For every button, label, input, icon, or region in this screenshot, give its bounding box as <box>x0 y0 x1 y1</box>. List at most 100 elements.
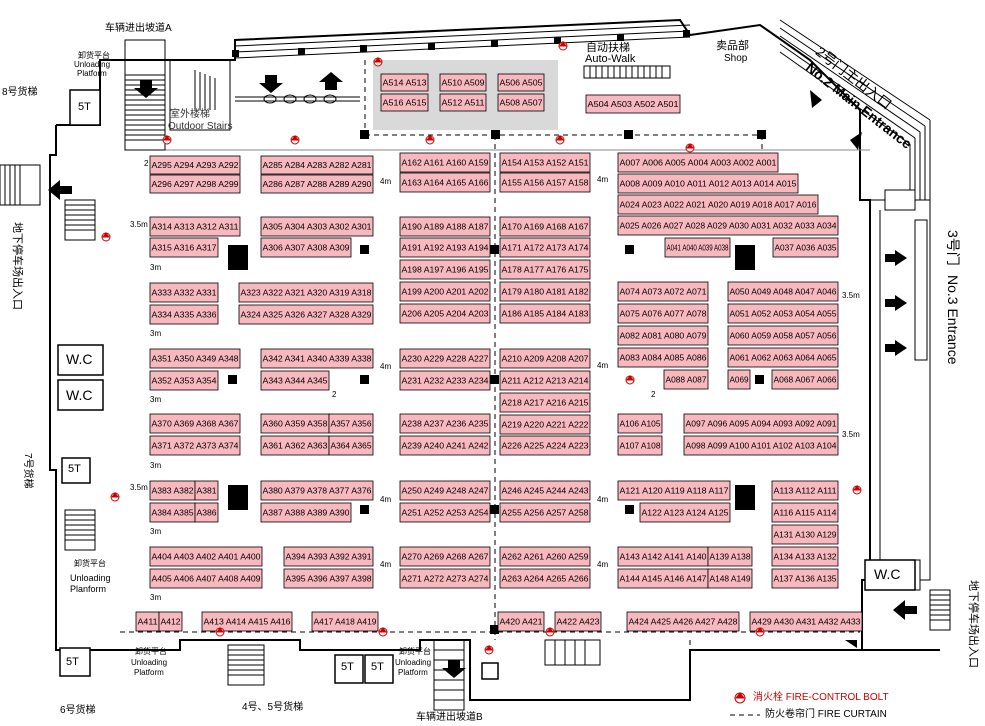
booth[interactable]: A405 A406 A407 A408 A409 <box>149 568 263 589</box>
booth[interactable]: A171 A172 A173 A174 <box>499 237 591 258</box>
booth[interactable]: A512 A511 <box>439 93 487 112</box>
booth[interactable]: A139 A138 <box>707 546 753 567</box>
booth[interactable]: A351 A350 A349 A348 <box>149 348 241 369</box>
booth[interactable]: A144 A145 A146 A147 <box>617 568 709 589</box>
booth[interactable]: A008 A009 A010 A011 A012 A013 A014 A015 <box>617 173 799 194</box>
booth[interactable]: A411 <box>135 611 160 632</box>
booth[interactable]: A148 A149 <box>707 568 753 589</box>
booth[interactable]: A514 A513 <box>380 73 429 92</box>
booth[interactable]: A170 A169 A168 A167 <box>499 216 591 237</box>
booth[interactable]: A210 A209 A208 A207 <box>499 348 591 369</box>
booth[interactable]: A306 A307 A308 A309 <box>260 237 352 258</box>
booth[interactable]: A315 A316 A317 <box>149 237 219 258</box>
booth[interactable]: A413 A414 A415 A416 <box>201 611 293 632</box>
booth[interactable]: A381 <box>194 480 219 501</box>
booth[interactable]: A238 A237 A236 A235 <box>399 413 491 434</box>
booth[interactable]: A143 A142 A141 A140 <box>617 546 709 567</box>
booth[interactable]: A179 A180 A181 A182 <box>499 281 591 302</box>
booth[interactable]: A295 A294 A293 A292 <box>149 155 241 175</box>
booth[interactable]: A075 A076 A077 A078 <box>617 303 709 324</box>
booth[interactable]: A429 A430 A431 A432 A433 <box>749 611 863 632</box>
booth[interactable]: A370 A369 A368 A367 <box>149 413 241 434</box>
booth[interactable]: A107 A108 <box>617 435 663 456</box>
booth[interactable]: A083 A084 A085 A086 <box>617 347 709 368</box>
booth[interactable]: A163 A164 A165 A166 <box>399 172 491 193</box>
booth[interactable]: A508 A507 <box>497 93 545 112</box>
booth[interactable]: A155 A156 A157 A158 <box>499 172 591 193</box>
booth[interactable]: A251 A252 A253 A254 <box>399 502 491 523</box>
booth[interactable]: A263 A264 A265 A266 <box>499 568 591 589</box>
booth[interactable]: A323 A322 A321 A320 A319 A318 <box>238 282 374 303</box>
booth[interactable]: A296 A297 A298 A299 <box>149 174 241 194</box>
booth[interactable]: A211 A212 A213 A214 <box>499 370 591 391</box>
booth[interactable]: A106 A105 <box>617 413 663 434</box>
booth[interactable]: A024 A023 A022 A021 A020 A019 A018 A017 … <box>617 194 819 215</box>
booth[interactable]: A314 A313 A312 A311 <box>149 216 241 237</box>
booth[interactable]: A199 A200 A201 A202 <box>399 281 491 302</box>
booth[interactable]: A384 A385 <box>149 502 196 523</box>
booth[interactable]: A371 A372 A373 A374 <box>149 435 241 456</box>
booth[interactable]: A041 A040 A039 A038 <box>664 237 731 258</box>
booth[interactable]: A286 A287 A288 A289 A290 <box>260 174 374 194</box>
booth[interactable]: A422 A423 <box>554 611 602 632</box>
booth[interactable]: A082 A081 A080 A079 <box>617 325 709 346</box>
booth[interactable]: A121 A120 A119 A118 A117 <box>617 480 731 501</box>
booth[interactable]: A050 A049 A048 A047 A046 <box>727 281 839 302</box>
booth[interactable]: A394 A393 A392 A391 <box>283 546 374 567</box>
booth[interactable]: A190 A189 A188 A187 <box>399 216 491 237</box>
booth[interactable]: A162 A161 A160 A159 <box>399 152 491 173</box>
booth[interactable]: A069 <box>727 369 751 390</box>
booth[interactable]: A198 A197 A196 A195 <box>399 259 491 280</box>
booth[interactable]: A343 A344 A345 <box>260 370 330 391</box>
booth[interactable]: A154 A153 A152 A151 <box>499 152 591 173</box>
booth[interactable]: A516 A515 <box>380 93 429 112</box>
booth[interactable]: A380 A379 A378 A377 A376 <box>260 480 374 501</box>
booth[interactable]: A360 A359 A358 <box>260 413 330 434</box>
booth[interactable]: A270 A269 A268 A267 <box>399 546 491 567</box>
booth[interactable]: A122 A123 A124 A125 <box>639 502 731 523</box>
booth[interactable]: A352 A353 A354 <box>149 370 219 391</box>
booth[interactable]: A255 A256 A257 A258 <box>499 502 591 523</box>
booth[interactable]: A324 A325 A326 A327 A328 A329 <box>238 304 374 325</box>
booth[interactable]: A342 A341 A340 A339 A338 <box>260 348 374 369</box>
booth[interactable]: A404 A403 A402 A401 A400 <box>149 546 263 567</box>
booth[interactable]: A357 A356 <box>328 413 374 434</box>
booth[interactable]: A137 A136 A135 <box>771 568 839 589</box>
booth[interactable]: A206 A205 A204 A203 <box>399 303 491 324</box>
booth[interactable]: A025 A026 A027 A028 A029 A030 A031 A032 … <box>617 215 839 236</box>
booth[interactable]: A060 A059 A058 A057 A056 <box>727 325 839 346</box>
booth[interactable]: A361 A362 A363 <box>260 435 330 456</box>
booth[interactable]: A386 <box>194 502 219 523</box>
booth[interactable]: A007 A006 A005 A004 A003 A002 A001 <box>617 152 779 173</box>
booth[interactable]: A262 A261 A260 A259 <box>499 546 591 567</box>
booth[interactable]: A383 A382 <box>149 480 196 501</box>
booth[interactable]: A113 A112 A111 <box>771 480 839 501</box>
booth[interactable]: A395 A396 A397 A398 <box>283 568 374 589</box>
booth[interactable]: A334 A335 A336 <box>149 304 219 325</box>
booth[interactable]: A239 A240 A241 A242 <box>399 435 491 456</box>
booth[interactable]: A230 A229 A228 A227 <box>399 348 491 369</box>
booth[interactable]: A131 A130 A129 <box>771 524 839 545</box>
booth[interactable]: A504 A503 A502 A501 <box>585 94 681 114</box>
booth[interactable]: A226 A225 A224 A223 <box>499 435 591 456</box>
booth[interactable]: A420 A421 <box>497 611 545 632</box>
booth[interactable]: A271 A272 A273 A274 <box>399 568 491 589</box>
booth[interactable]: A246 A245 A244 A243 <box>499 480 591 501</box>
booth[interactable]: A412 <box>158 611 183 632</box>
booth[interactable]: A186 A185 A184 A183 <box>499 303 591 324</box>
booth[interactable]: A305 A304 A303 A302 A301 <box>260 216 374 237</box>
booth[interactable]: A068 A067 A066 <box>771 369 839 390</box>
booth[interactable]: A134 A133 A132 <box>771 546 839 567</box>
booth[interactable]: A417 A418 A419 <box>311 611 379 632</box>
booth[interactable]: A506 A505 <box>497 73 545 92</box>
booth[interactable]: A088 A087 <box>663 369 709 390</box>
booth[interactable]: A097 A096 A095 A094 A093 A092 A091 <box>683 413 839 434</box>
booth[interactable]: A285 A284 A283 A282 A281 <box>260 155 374 175</box>
booth[interactable]: A074 A073 A072 A071 <box>617 281 709 302</box>
booth[interactable]: A061 A062 A063 A064 A065 <box>727 347 839 368</box>
booth[interactable]: A250 A249 A248 A247 <box>399 480 491 501</box>
booth[interactable]: A424 A425 A426 A427 A428 <box>626 611 740 632</box>
booth[interactable]: A098 A099 A100 A101 A102 A103 A104 <box>683 435 839 456</box>
booth[interactable]: A191 A192 A193 A194 <box>399 237 491 258</box>
booth[interactable]: A116 A115 A114 <box>771 502 839 523</box>
